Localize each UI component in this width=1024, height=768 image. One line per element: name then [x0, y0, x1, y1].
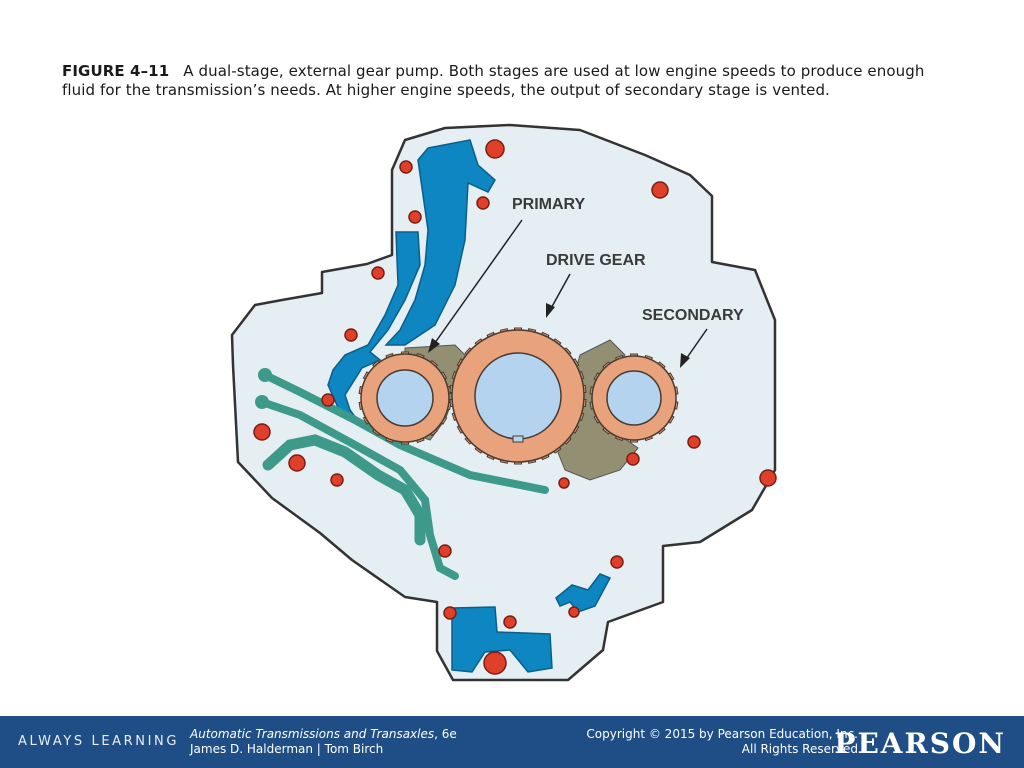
drive-keyway [512, 435, 524, 443]
bolt-hole [371, 266, 385, 280]
label-primary: PRIMARY [512, 196, 586, 213]
bolt-hole [476, 196, 490, 210]
bolt-hole [344, 328, 358, 342]
book-edition: , 6e [434, 727, 457, 741]
bolt-hole [626, 452, 640, 466]
arrow-drive-gear [548, 273, 571, 313]
footer-copyright: Copyright © 2015 by Pearson Education, I… [586, 727, 858, 757]
label-secondary: SECONDARY [642, 307, 744, 324]
label-drive-gear: DRIVE GEAR [546, 252, 646, 269]
copyright-text: Copyright © 2015 by Pearson Education, I… [586, 727, 858, 741]
passage-upper-left [384, 139, 496, 346]
bolt-hole [568, 606, 580, 618]
arrowhead-primary [428, 338, 440, 353]
bolt-hole [443, 606, 457, 620]
passage-bottom [451, 606, 553, 673]
figure-label: FIGURE 4–11 [62, 62, 170, 80]
bolt-hole [687, 435, 701, 449]
bolt-hole [399, 160, 413, 174]
pearson-logo: PEARSON [834, 727, 1006, 760]
footer-book-info: Automatic Transmissions and Transaxles, … [190, 727, 457, 757]
bolt-hole [253, 423, 271, 441]
teal-port-2 [255, 395, 269, 409]
bolt-hole [610, 555, 624, 569]
gear-drive [449, 327, 587, 465]
bolt-hole [438, 544, 452, 558]
bore-primary [376, 369, 434, 427]
bolt-hole [485, 139, 505, 159]
passage-mid-left [327, 231, 421, 420]
bore-drive [474, 352, 562, 440]
passage-teal-2 [258, 398, 459, 580]
passage-lower-right [555, 573, 612, 613]
gear-primary [358, 351, 452, 445]
arrowhead-drive-gear [546, 303, 555, 318]
bolt-hole [408, 210, 422, 224]
footer-bar: ALWAYS LEARNING Automatic Transmissions … [0, 716, 1024, 768]
bolt-hole [483, 651, 507, 675]
passage-teal-3 [262, 434, 426, 546]
teal-port-1 [258, 368, 272, 382]
caption-text: A dual-stage, external gear pump. Both s… [62, 62, 925, 99]
footer-tagline: ALWAYS LEARNING [18, 734, 180, 749]
bolt-hole [651, 181, 669, 199]
book-authors: James D. Halderman | Tom Birch [190, 742, 384, 756]
rights-text: All Rights Reserved [741, 742, 858, 756]
book-title: Automatic Transmissions and Transaxles [190, 727, 435, 741]
gear-secondary [589, 353, 679, 443]
bore-secondary [606, 370, 662, 426]
bolt-hole [759, 469, 777, 487]
bolt-hole [503, 615, 517, 629]
arrowhead-secondary [680, 353, 690, 368]
bolt-hole [288, 454, 306, 472]
gear-pump-diagram: PRIMARY DRIVE GEAR SECONDARY [230, 123, 777, 682]
bolt-hole [558, 477, 570, 489]
arrow-primary [431, 219, 523, 348]
bolt-holes [253, 139, 777, 675]
bolt-hole [330, 473, 344, 487]
arrow-secondary [683, 328, 708, 363]
bolt-hole [321, 393, 335, 407]
